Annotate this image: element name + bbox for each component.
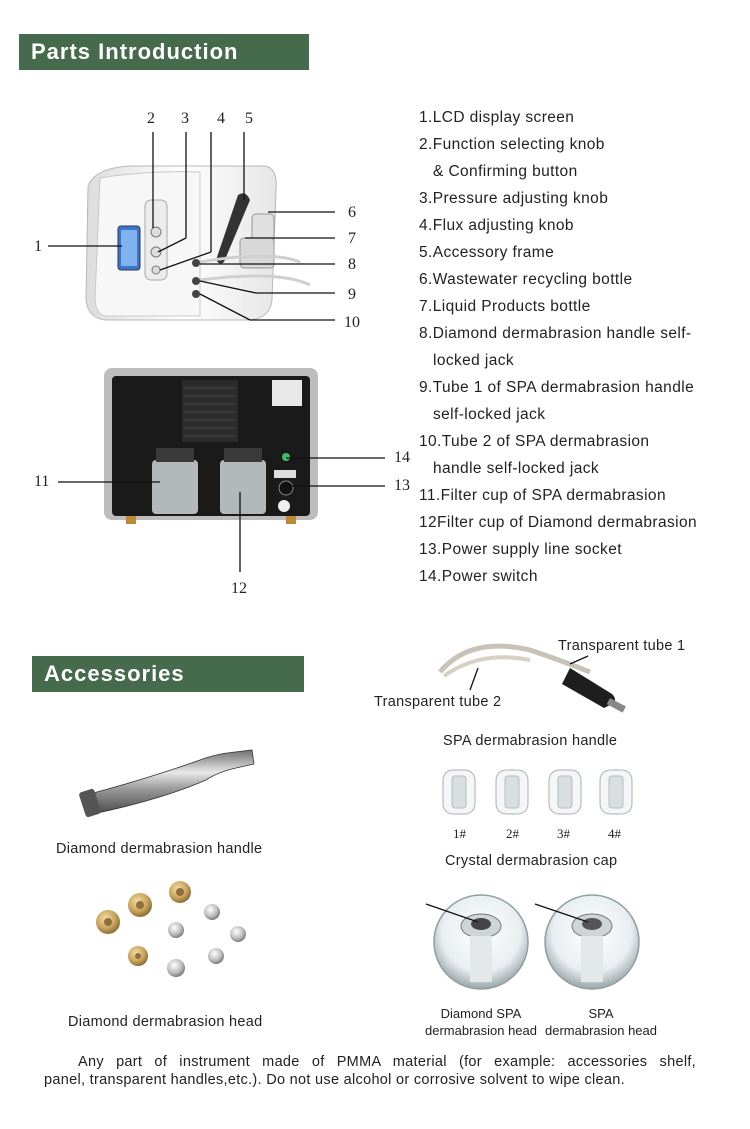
parts-list-item: 10.Tube 2 of SPA dermabrasion [419, 433, 650, 450]
parts-list-item: 7.Liquid Products bottle [419, 298, 591, 315]
accessories-heading: Accessories [32, 656, 304, 692]
callout-6: 6 [348, 204, 356, 221]
crystal-caps-illustration [442, 769, 633, 815]
callout-7: 7 [348, 230, 356, 247]
spa-head-line1: SPA [588, 1006, 614, 1021]
parts-list-item: 5.Accessory frame [419, 244, 555, 261]
parts-list-item: 14.Power switch [419, 568, 538, 585]
callout-5: 5 [245, 110, 253, 127]
callout-4: 4 [217, 110, 225, 127]
parts-list-item: 1.LCD display screen [419, 109, 575, 126]
callout-3: 3 [181, 110, 189, 127]
care-note-line1: Any part of instrument made of PMMA mate… [78, 1054, 696, 1070]
care-note: Any part of instrument made of PMMA mate… [44, 1053, 696, 1089]
cap-2-label: 2# [506, 826, 519, 841]
diamond-handle-illustration [79, 749, 255, 818]
parts-list-item: 11.Filter cup of SPA dermabrasion [419, 487, 666, 504]
machine-back-illustration [104, 368, 318, 524]
transparent-tube-1-label: Transparent tube 1 [558, 638, 686, 654]
parts-list-item: 2.Function selecting knob [419, 136, 605, 153]
cap-4-label: 4# [608, 826, 621, 841]
callout-8: 8 [348, 256, 356, 273]
parts-list-item: locked jack [433, 352, 515, 369]
parts-list-item: 4.Flux adjusting knob [419, 217, 574, 234]
spa-heads-illustration [425, 894, 640, 990]
transparent-tube-2-label: Transparent tube 2 [374, 694, 502, 710]
parts-list-item: 6.Wastewater recycling bottle [419, 271, 633, 288]
callout-2: 2 [147, 110, 155, 127]
cap-3-label: 3# [557, 826, 570, 841]
spa-head-line2: dermabrasion head [544, 1023, 658, 1038]
parts-list-item: self-locked jack [433, 406, 546, 423]
callout-13: 13 [394, 477, 410, 494]
parts-introduction-title: Parts Introduction [31, 39, 239, 64]
diamond-spa-head-line2: dermabrasion head [424, 1023, 538, 1038]
parts-list-item: handle self-locked jack [433, 460, 600, 477]
machine-front-illustration [85, 165, 311, 321]
callout-11: 11 [34, 473, 50, 490]
callout-10: 10 [344, 314, 360, 331]
diamond-head-label: Diamond dermabrasion head [68, 1014, 263, 1030]
parts-introduction-heading: Parts Introduction [19, 34, 309, 70]
accessories-title: Accessories [44, 661, 185, 686]
diamond-heads-illustration [96, 881, 246, 977]
care-note-line2: panel, transparent handles,etc.). Do not… [44, 1072, 625, 1088]
parts-list-item: 9.Tube 1 of SPA dermabrasion handle [419, 379, 695, 396]
back-callout-lines [58, 457, 385, 572]
callout-1: 1 [34, 238, 42, 255]
parts-list-item: 3.Pressure adjusting knob [419, 190, 609, 207]
diamond-handle-label: Diamond dermabrasion handle [56, 841, 263, 857]
parts-list: 1.LCD display screen 2.Function selecting… [419, 104, 719, 590]
parts-list-item: 13.Power supply line socket [419, 541, 622, 558]
parts-list-item: & Confirming button [433, 163, 578, 180]
parts-list-item: 8.Diamond dermabrasion handle self- [419, 325, 692, 342]
parts-list-item: 12Filter cup of Diamond dermabrasion [419, 514, 698, 531]
callout-12: 12 [231, 580, 247, 597]
callout-14: 14 [394, 449, 410, 466]
crystal-cap-label: Crystal dermabrasion cap [445, 853, 618, 869]
diamond-spa-head-label: Diamond SPA dermabrasion head [420, 1005, 542, 1039]
callout-9: 9 [348, 286, 356, 303]
front-callout-lines [48, 132, 335, 321]
diamond-spa-head-line1: Diamond SPA [440, 1006, 522, 1021]
cap-1-label: 1# [453, 826, 466, 841]
spa-handle-label: SPA dermabrasion handle [443, 733, 618, 749]
spa-head-label: SPA dermabrasion head [542, 1005, 660, 1039]
spa-handle-illustration [438, 643, 626, 713]
